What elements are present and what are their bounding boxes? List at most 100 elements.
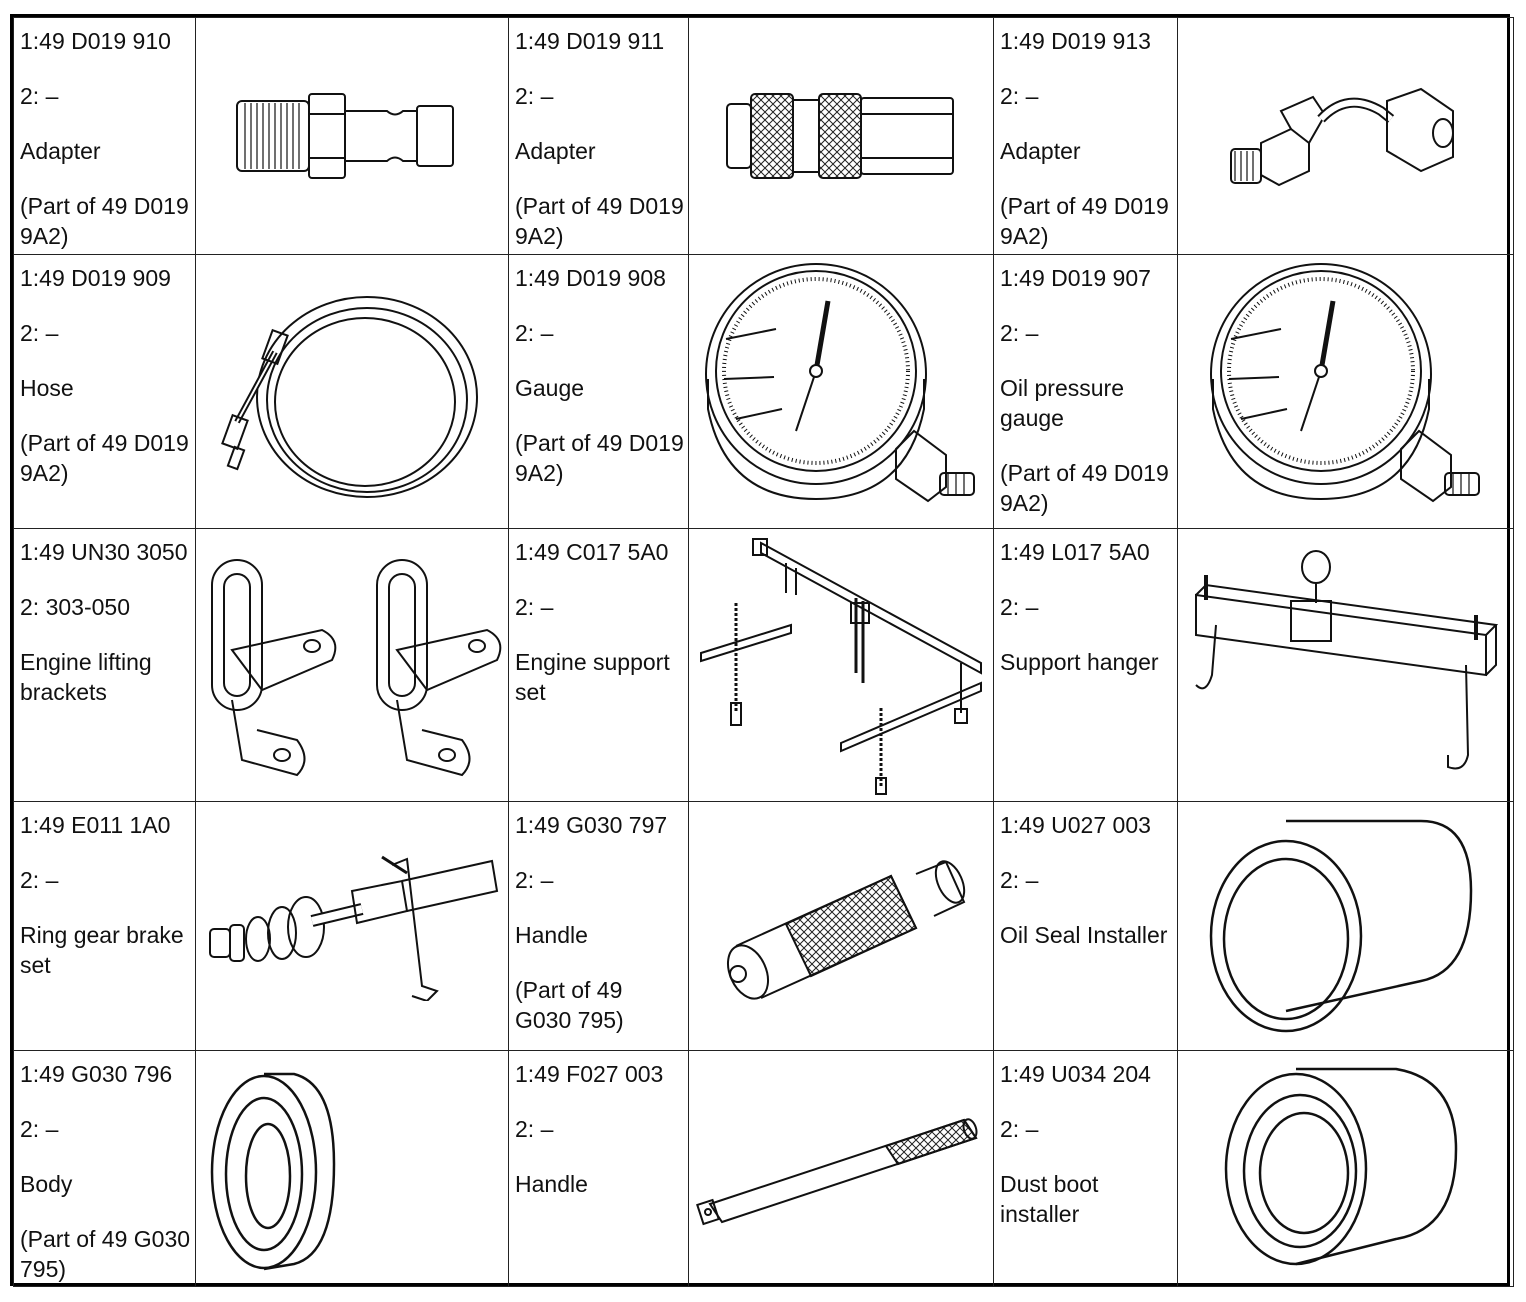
tool-image-cell [1177,801,1514,1051]
tool-info-cell: 1:49 E011 1A0 2: – Ring gear brake set [13,801,196,1051]
dust-boot-installer-icon [1216,1059,1476,1279]
tool-image-cell [1177,528,1514,802]
tool-note: (Part of 49 D019 9A2) [515,193,684,249]
tool-name: Support hanger [1000,649,1159,675]
tool-name: Handle [515,1171,588,1197]
tool-info-cell: 1:49 L017 5A0 2: – Support hanger [993,528,1178,802]
tool-image-cell [1177,1050,1514,1287]
tool-code: 1:49 UN30 3050 [20,539,188,565]
oil-pressure-gauge-icon [1201,259,1491,524]
support-hanger-icon [1186,545,1506,785]
tool-name: Ring gear brake set [20,922,184,978]
tool-note: (Part of 49 G030 795) [20,1226,191,1282]
tool-code: 1:49 U027 003 [1000,812,1151,838]
tool-image-cell [688,801,994,1051]
tool-info-cell: 1:49 D019 908 2: – Gauge (Part of 49 D01… [508,254,689,529]
tool-code: 1:49 D019 907 [1000,265,1151,291]
tool-info-cell: 1:49 F027 003 2: – Handle [508,1050,689,1287]
tool-code: 1:49 E011 1A0 [20,812,171,838]
tool-name: Gauge [515,375,585,401]
seal-installer-cylinder-icon [1201,811,1491,1041]
tool-alt-number: 2: – [1000,83,1039,109]
tool-code: 1:49 D019 908 [515,265,666,291]
tool-image-cell [195,801,509,1051]
tool-alt-number: 2: – [515,1116,554,1142]
tool-code: 1:49 F027 003 [515,1061,664,1087]
tool-info-cell: 1:49 C017 5A0 2: – Engine support set [508,528,689,802]
tool-info-cell: 1:49 G030 797 2: – Handle (Part of 49 G0… [508,801,689,1051]
tool-note: (Part of 49 D019 9A2) [20,430,189,486]
tool-alt-number: 2: – [515,867,554,893]
tool-name: Body [20,1171,73,1197]
tool-alt-number: 2: – [20,867,59,893]
tool-row: 1:49 D019 910 2: – Adapter (Part of 49 D… [13,17,1514,255]
tool-info-cell: 1:49 UN30 3050 2: 303-050 Engine lifting… [13,528,196,802]
tool-image-cell [195,17,509,255]
tool-info-cell: 1:49 D019 909 2: – Hose (Part of 49 D019… [13,254,196,529]
tool-image-cell [195,1050,509,1287]
tool-alt-number: 2: – [1000,594,1039,620]
engine-support-set-icon [691,533,991,798]
tool-note: (Part of 49 D019 9A2) [515,430,684,486]
bent-pipe-adapter-icon [1221,71,1471,201]
tool-code: 1:49 L017 5A0 [1000,539,1150,565]
tool-note: (Part of 49 D019 9A2) [1000,193,1169,249]
ring-gear-brake-icon [202,851,502,1001]
lifting-brackets-icon [202,550,502,780]
knurled-handle-icon [716,846,966,1006]
tool-info-cell: 1:49 D019 907 2: – Oil pressure gauge (P… [993,254,1178,529]
long-handle-icon [696,1104,986,1234]
tool-alt-number: 2: – [515,83,554,109]
quick-coupler-socket-icon [721,76,961,196]
tool-code: 1:49 G030 797 [515,812,668,838]
tool-code: 1:49 U034 204 [1000,1061,1151,1087]
tool-image-cell [1177,254,1514,529]
tool-alt-number: 2: – [1000,1116,1039,1142]
tool-name: Adapter [515,138,596,164]
tool-info-cell: 1:49 U027 003 2: – Oil Seal Installer [993,801,1178,1051]
tool-name: Engine lifting brackets [20,649,152,705]
tool-code: 1:49 C017 5A0 [515,539,669,565]
tool-image-cell [688,528,994,802]
tool-info-cell: 1:49 D019 911 2: – Adapter (Part of 49 D… [508,17,689,255]
tool-row: 1:49 UN30 3050 2: 303-050 Engine lifting… [13,528,1514,802]
tool-code: 1:49 G030 796 [20,1061,173,1087]
tool-note: (Part of 49 G030 795) [515,977,624,1033]
coiled-hose-icon [217,272,487,512]
tool-name: Dust boot installer [1000,1171,1099,1227]
tool-image-cell [688,17,994,255]
tool-image-cell [195,528,509,802]
tool-info-cell: 1:49 G030 796 2: – Body (Part of 49 G030… [13,1050,196,1287]
tool-name: Oil pressure gauge [1000,375,1124,431]
tool-alt-number: 2: – [515,320,554,346]
tool-name: Handle [515,922,588,948]
tool-alt-number: 2: – [20,83,59,109]
tool-alt-number: 2: – [20,320,59,346]
tool-name: Engine support set [515,649,670,705]
tool-row: 1:49 G030 796 2: – Body (Part of 49 G030… [13,1050,1514,1287]
tool-code: 1:49 D019 909 [20,265,171,291]
tool-name: Adapter [1000,138,1081,164]
tool-image-cell [1177,17,1514,255]
ring-body-icon [204,1064,344,1274]
tool-image-cell [195,254,509,529]
tool-alt-number: 2: – [1000,867,1039,893]
tool-row: 1:49 E011 1A0 2: – Ring gear brake set 1… [13,801,1514,1051]
tool-note: (Part of 49 D019 9A2) [20,193,189,249]
tool-name: Hose [20,375,74,401]
tool-alt-number: 2: – [20,1116,59,1142]
tool-note: (Part of 49 D019 9A2) [1000,460,1169,516]
tool-image-cell [688,1050,994,1287]
tool-code: 1:49 D019 910 [20,28,171,54]
tool-info-cell: 1:49 D019 910 2: – Adapter (Part of 49 D… [13,17,196,255]
special-tools-table: 1:49 D019 910 2: – Adapter (Part of 49 D… [10,14,1514,1287]
tool-image-cell [688,254,994,529]
tool-alt-number: 2: 303-050 [20,594,130,620]
tool-name: Oil Seal Installer [1000,922,1168,948]
tool-code: 1:49 D019 913 [1000,28,1151,54]
tool-alt-number: 2: – [1000,320,1039,346]
tool-info-cell: 1:49 U034 204 2: – Dust boot installer [993,1050,1178,1287]
tool-info-cell: 1:49 D019 913 2: – Adapter (Part of 49 D… [993,17,1178,255]
tool-name: Adapter [20,138,101,164]
quick-coupler-plug-icon [227,76,477,196]
